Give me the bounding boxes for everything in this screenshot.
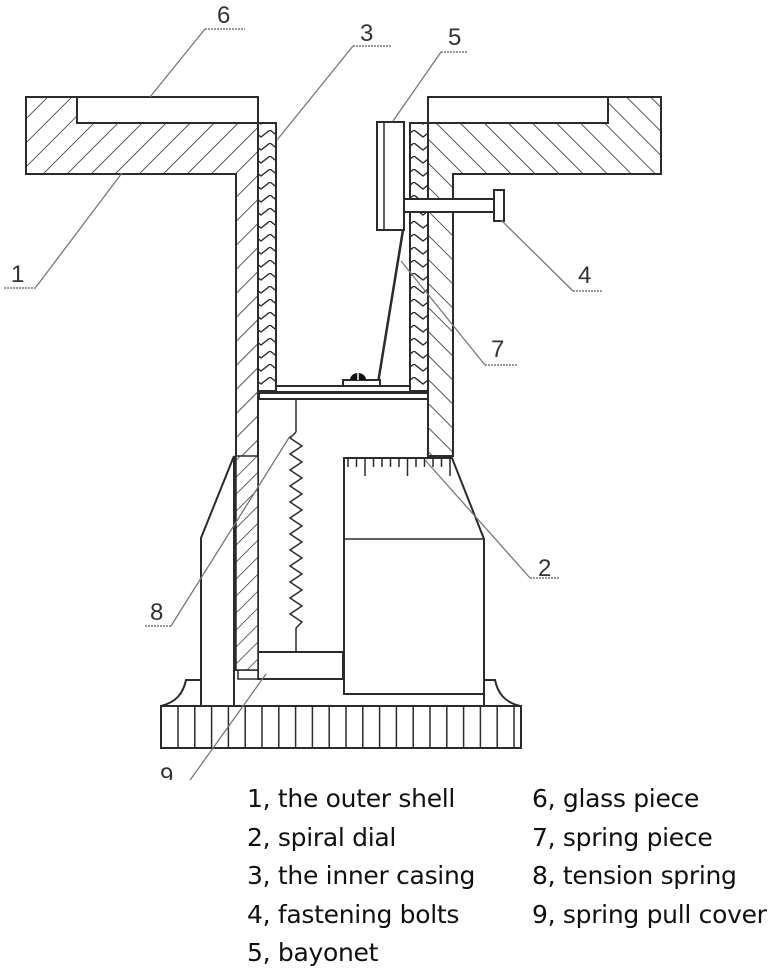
legend-column-2: 6, glass piece 7, spring piece 8, tensio… [532,780,767,934]
spiral-dial [343,457,485,695]
legend-item: 3, the inner casing [247,861,476,890]
mechanism-diagram: 6 3 5 1 4 7 2 8 9 [4,2,662,780]
callout-2: 2 [424,459,560,582]
legend-item: 8, tension spring [532,861,737,890]
glass-piece-right [427,96,609,124]
callout-5: 5 [392,24,468,122]
callout-7: 7 [400,260,517,366]
outer-shell-right [427,96,662,457]
upper-plate [275,385,411,393]
svg-text:7: 7 [491,336,504,363]
callout-3: 3 [276,20,392,141]
legend-item: 1, the outer shell [247,784,456,813]
svg-text:6: 6 [217,2,230,29]
spring-pull-cover [237,651,344,680]
svg-text:3: 3 [360,20,373,47]
svg-text:9: 9 [160,763,173,780]
base [160,679,522,749]
callout-6: 6 [149,2,245,98]
tension-spring [288,399,304,652]
base-ribs [177,706,515,748]
callout-9: 9 [160,673,267,780]
middle-plate [258,392,429,400]
svg-text:2: 2 [538,555,551,582]
callout-8: 8 [145,435,291,627]
legend-item: 7, spring piece [532,822,713,852]
glass-piece-left [76,96,259,124]
callout-4: 4 [500,219,602,292]
svg-text:1: 1 [11,261,24,288]
callout-1: 1 [4,172,123,289]
inner-casing-left [257,122,277,392]
spring-piece [376,229,405,384]
outer-shell-lower-left-hatch [235,455,259,671]
legend-column-1: 1, the outer shell 2, spiral dial 3, the… [247,780,475,973]
legend-item: 5, bayonet [247,938,379,967]
svg-text:5: 5 [448,24,461,51]
svg-text:8: 8 [150,599,163,626]
legend-item: 2, spiral dial [247,822,397,852]
inner-casing-right [409,122,429,392]
outer-shell-lower-left [200,455,235,707]
fastening-bolt [403,189,505,222]
legend-item: 9, spring pull cover [532,899,767,929]
legend-item: 4, fastening bolts [247,899,460,929]
dial-scale-ticks [347,458,451,476]
bayonet [376,121,405,231]
screw [342,372,381,387]
svg-text:4: 4 [578,262,591,289]
legend-item: 6, glass piece [532,784,700,813]
